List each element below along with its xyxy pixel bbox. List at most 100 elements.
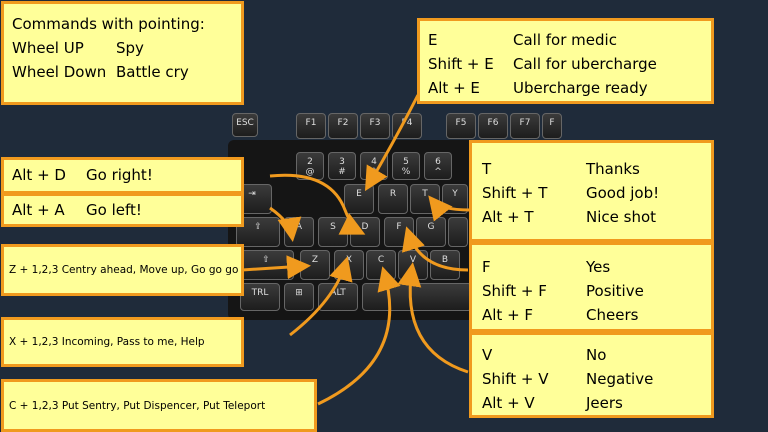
- key-symbol: #: [338, 167, 346, 177]
- key-d: D: [350, 217, 380, 247]
- c-commands-box: C + 1,2,3 Put Sentry, Put Dispencer, Put…: [1, 379, 317, 432]
- key-label: 2: [307, 157, 313, 167]
- command-key: E: [428, 31, 438, 49]
- key-e: E: [344, 184, 374, 214]
- key-f6: F6: [478, 113, 508, 139]
- command-key: Shift + V: [482, 370, 549, 388]
- key-label: V: [409, 255, 417, 265]
- key-label: F2: [337, 118, 349, 128]
- key-4: 4$: [360, 152, 388, 180]
- key-label: 5: [403, 157, 409, 167]
- key-label: F1: [305, 118, 317, 128]
- key-v: V: [398, 250, 428, 280]
- pointing-action: Spy: [116, 39, 144, 57]
- command-row: Alt + V Jeers: [482, 391, 701, 415]
- key-symbol: $: [371, 167, 377, 177]
- command-key: Alt + V: [482, 394, 535, 412]
- windows-icon: ⊞: [295, 288, 303, 298]
- key-f5: F5: [446, 113, 476, 139]
- command-action: Cheers: [586, 306, 639, 324]
- command-key: Alt + T: [482, 208, 534, 226]
- key-alt: ALT: [318, 283, 358, 311]
- command-key: T: [482, 160, 492, 178]
- command-key: Alt + F: [482, 306, 534, 324]
- key-r: R: [378, 184, 408, 214]
- go-left-box: Alt + A Go left!: [1, 193, 244, 227]
- key-label: F5: [455, 118, 467, 128]
- key-label: F: [549, 118, 555, 128]
- key-b: B: [430, 250, 460, 280]
- pointing-commands-box: Commands with pointing: Wheel UP Spy Whe…: [1, 1, 244, 105]
- key-label: C: [377, 255, 385, 265]
- key-s: S: [318, 217, 348, 247]
- no-box: V No Shift + V Negative Alt + V Jeers: [469, 332, 714, 418]
- command-key: F: [482, 258, 491, 276]
- key-ctrl: TRL: [240, 283, 280, 311]
- key-x: X: [334, 250, 364, 280]
- key-label: R: [389, 189, 397, 199]
- key-symbol: ^: [434, 167, 442, 177]
- command-action: Go left!: [86, 201, 142, 219]
- pointing-title: Commands with pointing:: [12, 15, 205, 33]
- pointing-key: Wheel Down: [12, 63, 107, 81]
- key-f3: F3: [360, 113, 390, 139]
- key-f: F: [384, 217, 414, 247]
- key-c: C: [366, 250, 396, 280]
- command-row: F Yes: [482, 255, 701, 279]
- medic-box: E Call for medic Shift + E Call for uberch…: [417, 18, 714, 104]
- key-shift: ⇧: [238, 250, 294, 280]
- key-label: ALT: [330, 288, 346, 298]
- key-f4: F4: [392, 113, 422, 139]
- key-label: ⇪: [254, 222, 262, 232]
- key-label: 6: [435, 157, 441, 167]
- command-action: Jeers: [586, 394, 623, 412]
- command-key: Alt + A: [12, 201, 65, 219]
- key-2: 2@: [296, 152, 324, 180]
- key-label: F4: [401, 118, 413, 128]
- key-y: Y: [442, 184, 468, 214]
- key-space: [362, 283, 472, 311]
- key-label: A: [295, 222, 303, 232]
- key-symbol: %: [401, 167, 411, 177]
- z-commands-box: Z + 1,2,3 Centry ahead, Move up, Go go g…: [1, 244, 244, 296]
- key-f2: F2: [328, 113, 358, 139]
- key-label: F3: [369, 118, 381, 128]
- key-t: T: [410, 184, 440, 214]
- command-action: Yes: [586, 258, 611, 276]
- x-commands-text: X + 1,2,3 Incoming, Pass to me, Help: [9, 336, 205, 348]
- key-z: Z: [300, 250, 330, 280]
- command-key: V: [482, 346, 493, 364]
- command-key: Shift + T: [482, 184, 548, 202]
- command-action: Positive: [586, 282, 644, 300]
- command-key: Shift + E: [428, 55, 494, 73]
- command-row: V No: [482, 343, 701, 367]
- key-label: G: [427, 222, 435, 232]
- key-label: E: [356, 189, 362, 199]
- key-label: F6: [487, 118, 499, 128]
- command-action: No: [586, 346, 607, 364]
- key-label: X: [345, 255, 353, 265]
- command-action: Call for medic: [513, 31, 617, 49]
- key-symbol: @: [305, 167, 315, 177]
- command-action: Go right!: [86, 166, 153, 184]
- command-row: Alt + A Go left!: [12, 201, 233, 219]
- command-action: Negative: [586, 370, 654, 388]
- c-commands-text: C + 1,2,3 Put Sentry, Put Dispencer, Put…: [9, 399, 266, 412]
- key-6: 6^: [424, 152, 452, 180]
- pointing-row: Wheel UP Spy: [12, 36, 233, 60]
- command-action: Thanks: [586, 160, 640, 178]
- key-f1: F1: [296, 113, 326, 139]
- key-esc: ESC: [232, 113, 258, 137]
- command-action: Call for ubercharge: [513, 55, 657, 73]
- key-3: 3#: [328, 152, 356, 180]
- key-f8: F: [542, 113, 562, 139]
- key-label: ⇧: [262, 255, 270, 265]
- key-label: ⇥: [248, 189, 256, 199]
- key-h: [448, 217, 468, 247]
- key-label: Z: [311, 255, 319, 265]
